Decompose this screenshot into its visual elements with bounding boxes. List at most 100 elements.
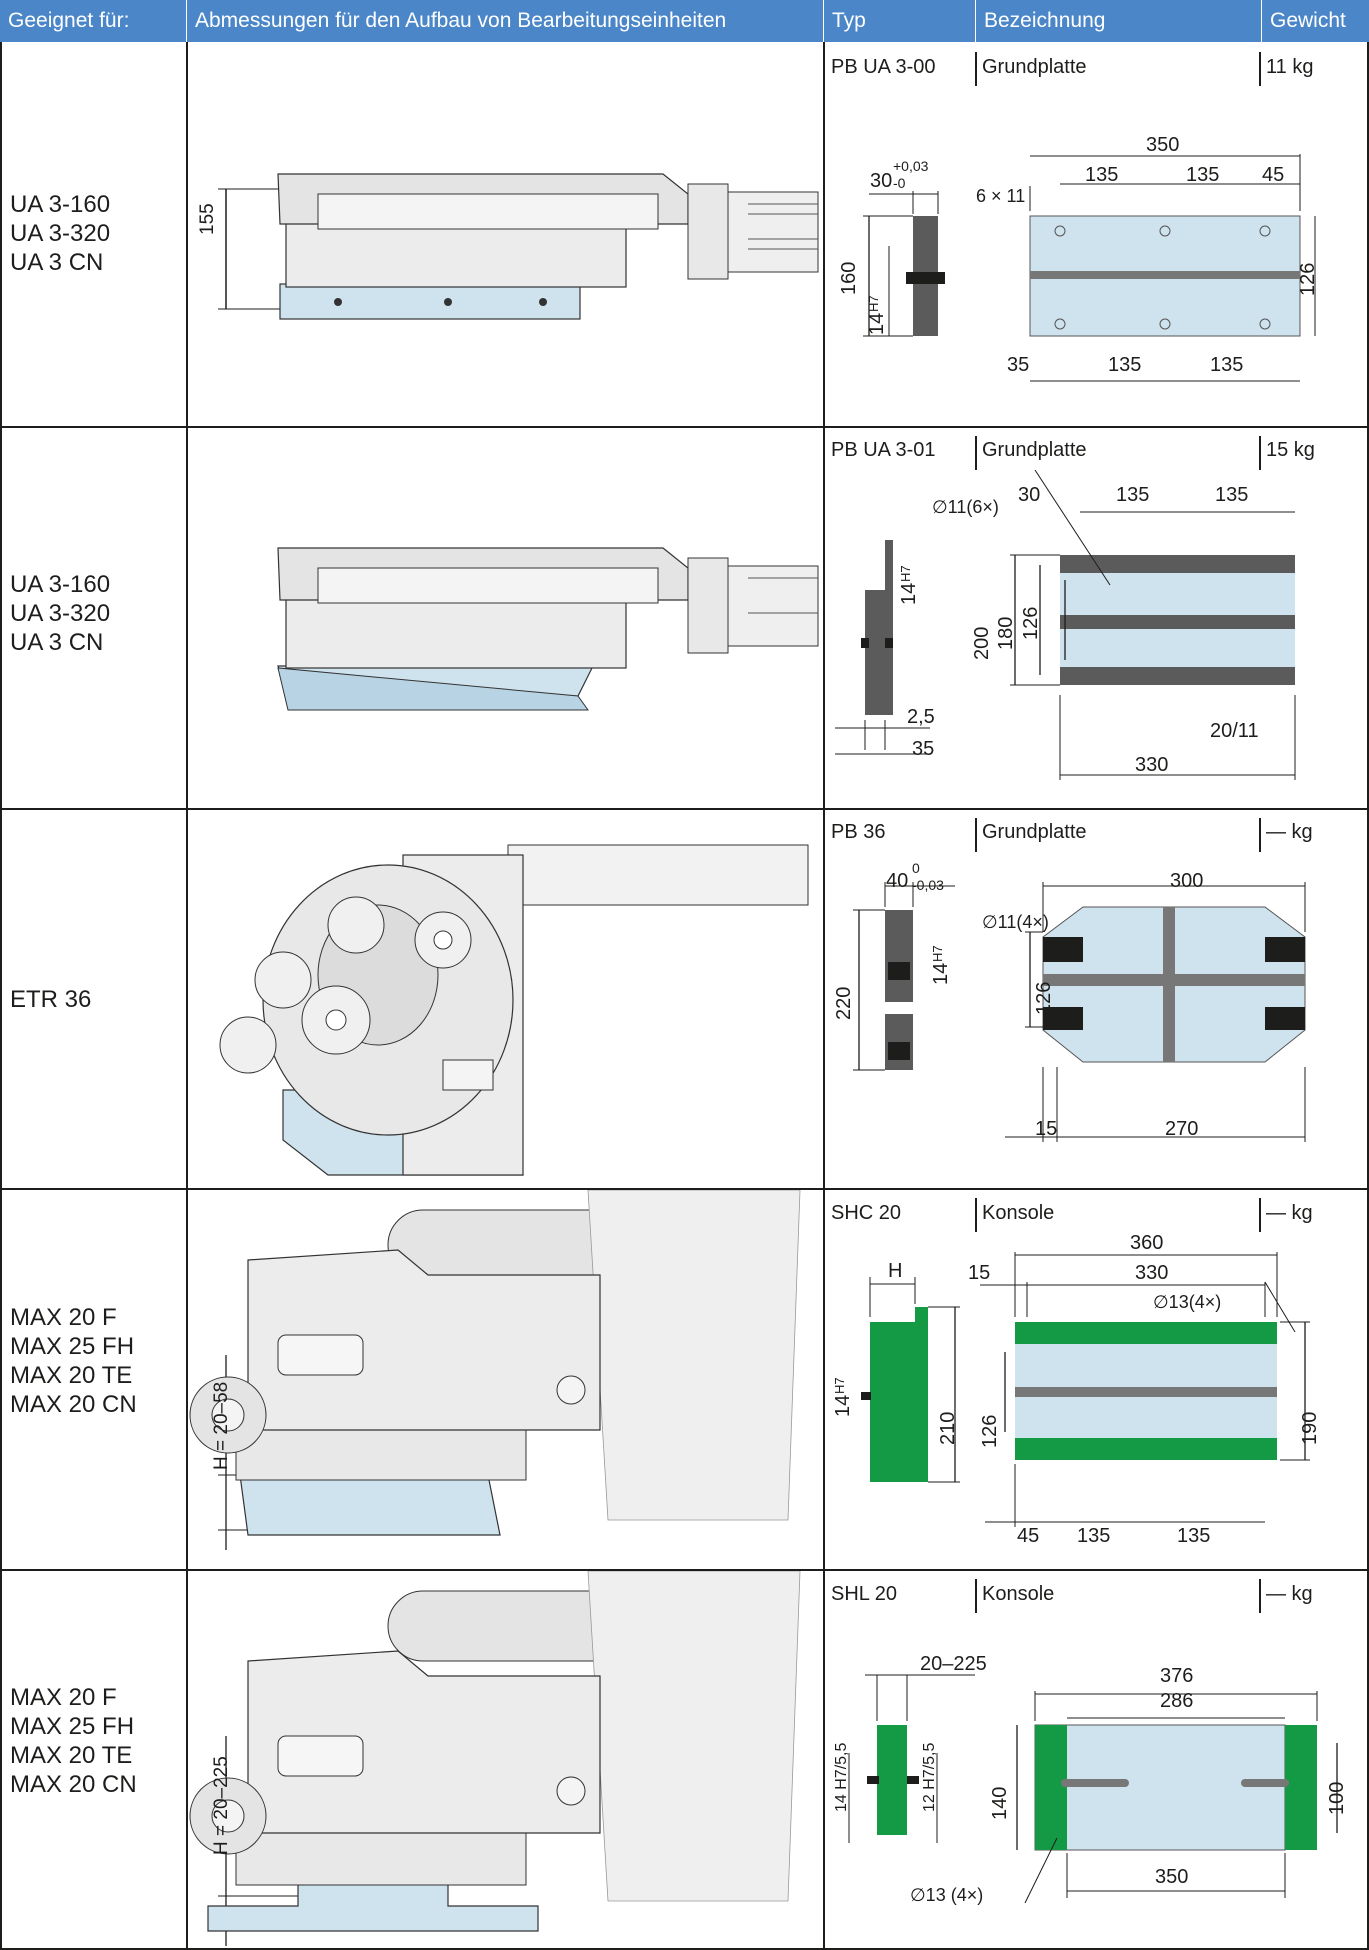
dim-b: 160: [838, 261, 860, 295]
dim-e: 135: [1085, 164, 1119, 186]
dim-b: 15: [968, 1262, 991, 1284]
grid-line: [0, 426, 1369, 428]
designation-value: Konsole: [982, 1202, 1055, 1224]
suitable-model: ETR 36: [10, 986, 92, 1013]
dim-d: 350: [1146, 134, 1180, 156]
grid-line: [186, 42, 188, 1950]
dim-c: 300: [1170, 870, 1204, 892]
dim-j: 35: [912, 738, 935, 760]
designation-value: Grundplatte: [982, 439, 1087, 461]
machine-illustration-etr36: [219, 844, 809, 1176]
grid-line: [975, 436, 977, 470]
dim-g: 45: [1262, 164, 1285, 186]
dim-i: 190: [1299, 1411, 1321, 1445]
machine-height-dim: H = 20–225: [211, 1756, 232, 1855]
dim-a: 30: [870, 170, 893, 192]
machine-illustration-ua3: [218, 173, 819, 320]
dim-a: 40: [886, 870, 909, 892]
grid-line: [975, 52, 977, 86]
header-suitable: Geeignet für:: [0, 0, 187, 42]
dim-l: 135: [1177, 1525, 1211, 1547]
dim-a: 20–225: [920, 1653, 987, 1675]
grid-line: [1259, 1579, 1261, 1613]
suitable-model: MAX 20 F: [10, 1684, 117, 1711]
machine-illustration-ua3-plate: [277, 547, 819, 711]
type-value: PB 36: [831, 821, 886, 843]
grid-line: [975, 1198, 977, 1232]
header-dimensions: Abmessungen für den Aufbau von Bearbeitu…: [187, 0, 824, 42]
suitable-model: MAX 20 TE: [10, 1362, 133, 1389]
dim-b: 376: [1160, 1665, 1194, 1687]
dim-d-fit: H7: [930, 945, 945, 962]
dim-g: 180: [995, 616, 1017, 650]
dim-e: 12 H7/5,5: [921, 1742, 938, 1812]
dim-i: 126: [1297, 262, 1319, 296]
suitable-model: UA 3 CN: [10, 629, 104, 656]
dim-b: 30: [1018, 484, 1041, 506]
dim-c: 330: [1135, 1262, 1169, 1284]
designation-value: Konsole: [982, 1583, 1055, 1605]
dim-a-tol-lo: -0: [893, 175, 906, 191]
dim-c: 14: [866, 312, 888, 335]
dim-k: 20/11: [1210, 720, 1259, 742]
dim-j: 45: [1017, 1525, 1040, 1547]
suitable-cell: MAX 20 F MAX 25 FH MAX 20 TE MAX 20 CN: [10, 1683, 137, 1799]
plate-drawing-shl20: [848, 1674, 1338, 1904]
designation-value: Grundplatte: [982, 821, 1087, 843]
dim-f: 140: [989, 1786, 1011, 1820]
grid-line: [1259, 436, 1261, 470]
suitable-cell: MAX 20 F MAX 25 FH MAX 20 TE MAX 20 CN: [10, 1303, 137, 1419]
dim-c-fit: H7: [866, 295, 881, 312]
weight-value: — kg: [1266, 821, 1313, 843]
grid-line: [0, 808, 1369, 810]
dim-f-fit: H7: [832, 1377, 847, 1394]
dim-d: ∅13(4×): [1153, 1292, 1222, 1312]
dim-a-tol-up: 0: [912, 860, 920, 876]
grid-line: [0, 1569, 1369, 1571]
machine-body: [189, 1190, 801, 1536]
suitable-model: MAX 20 TE: [10, 1742, 133, 1769]
dim-c: 135: [1116, 484, 1150, 506]
grid-line: [975, 1579, 977, 1613]
grid-line: [1259, 818, 1261, 852]
weight-value: — kg: [1266, 1583, 1313, 1605]
dim-h: 126: [979, 1414, 1001, 1448]
machine-body: [277, 173, 819, 320]
header-weight: Gewicht: [1262, 0, 1369, 42]
designation-value: Grundplatte: [982, 56, 1087, 78]
dim-b: ∅11(4×): [982, 912, 1049, 932]
dim-g: 210: [937, 1411, 959, 1445]
dim-l: 330: [1135, 754, 1169, 776]
dim-h: 270: [1165, 1118, 1199, 1140]
dim-d: 14 H7/5,5: [833, 1742, 850, 1812]
grid-line: [1259, 1198, 1261, 1232]
dim-l: 135: [1210, 354, 1244, 376]
machine-body: [219, 844, 809, 1176]
dim-g: 15: [1035, 1118, 1058, 1140]
grid-line: [1367, 42, 1369, 1950]
suitable-cell: UA 3-160 UA 3-320 UA 3 CN: [10, 190, 110, 277]
machine-body: [189, 1571, 801, 1932]
dim-j: 35: [1007, 354, 1030, 376]
dim-i: 350: [1155, 1866, 1189, 1888]
suitable-model: UA 3-320: [10, 220, 111, 247]
plate-drawing-pb-ua3-00: [863, 154, 1316, 382]
dim-c: 286: [1160, 1690, 1194, 1712]
weight-value: 11 kg: [1266, 56, 1314, 78]
weight-value: 15 kg: [1266, 439, 1315, 461]
dim-f: 135: [1186, 164, 1220, 186]
dim-f: 14: [832, 1394, 854, 1417]
dim-a-tol-lo: -0,03: [912, 877, 944, 893]
grid-line: [0, 1948, 1369, 1950]
suitable-cell: ETR 36: [10, 985, 91, 1014]
dim-d: 14: [930, 962, 952, 985]
type-value: PB UA 3-00: [831, 56, 936, 78]
machine-body: [277, 547, 819, 711]
dim-e: H: [888, 1260, 903, 1282]
suitable-model: MAX 20 F: [10, 1304, 117, 1331]
dim-h: 126: [1020, 606, 1042, 640]
plate-drawing-shc20: [861, 1252, 1310, 1527]
suitable-model: UA 3 CN: [10, 249, 104, 276]
machine-height-dim: 155: [197, 203, 218, 235]
